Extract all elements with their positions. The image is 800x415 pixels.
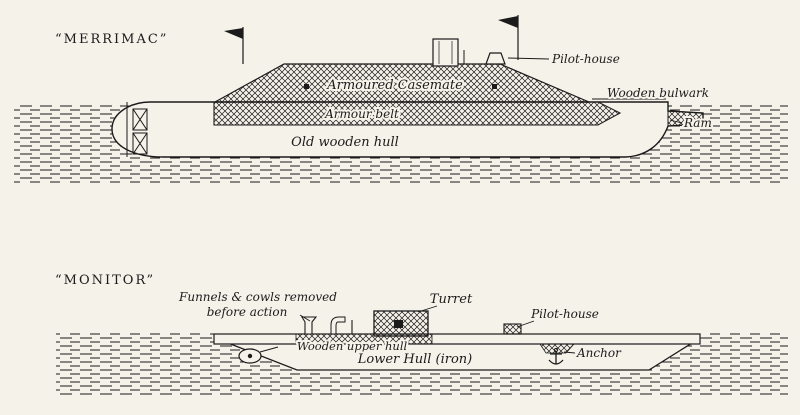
stern-machinery: [132, 108, 148, 155]
ram: [667, 110, 704, 127]
lower-hull-label: Lower Hull (iron): [357, 352, 473, 367]
wooden-hull-label: Old wooden hull: [291, 135, 399, 150]
leader-line: [669, 119, 683, 124]
leader-line: [516, 320, 535, 328]
machinery-cross: [132, 108, 148, 131]
monitor-diagram: “MONITOR”: [55, 273, 788, 395]
machinery-box: [132, 132, 148, 155]
cowl-ventilator: [330, 316, 346, 335]
machinery-box: [132, 108, 148, 131]
armour-belt-label: Armour belt: [324, 107, 399, 121]
leader-line: [299, 314, 311, 322]
gun-port: [492, 84, 497, 89]
leader-line: [563, 351, 576, 354]
upper-hull-label: Wooden upper hull: [297, 339, 408, 353]
monitor-title: “MONITOR”: [55, 273, 155, 288]
anchor-label: Anchor: [576, 346, 622, 360]
casemate-label: Armoured Casemate: [326, 78, 463, 93]
funnels-label-line1: Funnels & cowls removed: [178, 290, 337, 304]
funnels-label-line2: before action: [207, 305, 288, 319]
funnel: [432, 38, 459, 67]
machinery-cross: [132, 132, 148, 155]
turret-label: Turret: [430, 292, 473, 307]
bulwark-label: Wooden bulwark: [607, 86, 709, 100]
leader-line: [417, 305, 438, 313]
gun-port: [304, 84, 309, 89]
merrimac-pilot-house: [485, 52, 506, 65]
anchor-icon: [548, 347, 564, 365]
leader-line: [507, 57, 550, 60]
merrimac-diagram: “MERRIMAC”: [14, 15, 788, 185]
turret-gun-port: [394, 320, 403, 328]
ram-label: Ram: [683, 116, 712, 130]
monitor-upper-hull: [213, 333, 701, 345]
merrimac-title: “MERRIMAC”: [55, 32, 168, 47]
flag-icon: [224, 28, 243, 39]
funnel: [301, 316, 318, 335]
propeller: [238, 346, 279, 364]
flag-icon: [498, 16, 518, 28]
pilot-house-label: Pilot-house: [530, 307, 599, 321]
armour-belt: [213, 101, 622, 126]
monitor-pilot-house: [503, 323, 522, 335]
pilot-house-label: Pilot-house: [551, 52, 620, 66]
leader-line: [295, 338, 306, 346]
